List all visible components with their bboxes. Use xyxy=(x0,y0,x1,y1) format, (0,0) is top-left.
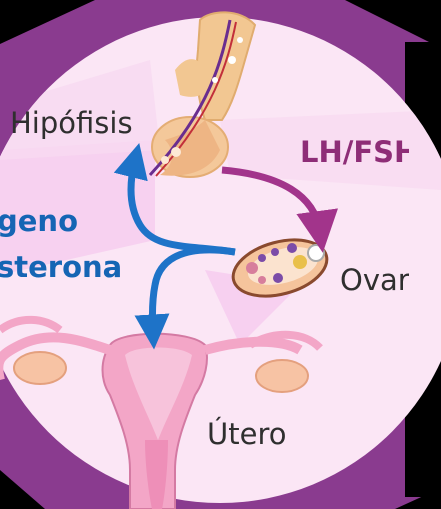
label-progesterona: sterona xyxy=(0,253,122,282)
label-estrogeno: geno xyxy=(0,207,78,236)
label-lh-fsh: LH/FSH xyxy=(300,138,409,167)
label-hipofisis: Hipófisis xyxy=(10,109,133,138)
label-ovario: Ovario xyxy=(340,266,409,295)
label-utero: Útero xyxy=(207,420,286,449)
